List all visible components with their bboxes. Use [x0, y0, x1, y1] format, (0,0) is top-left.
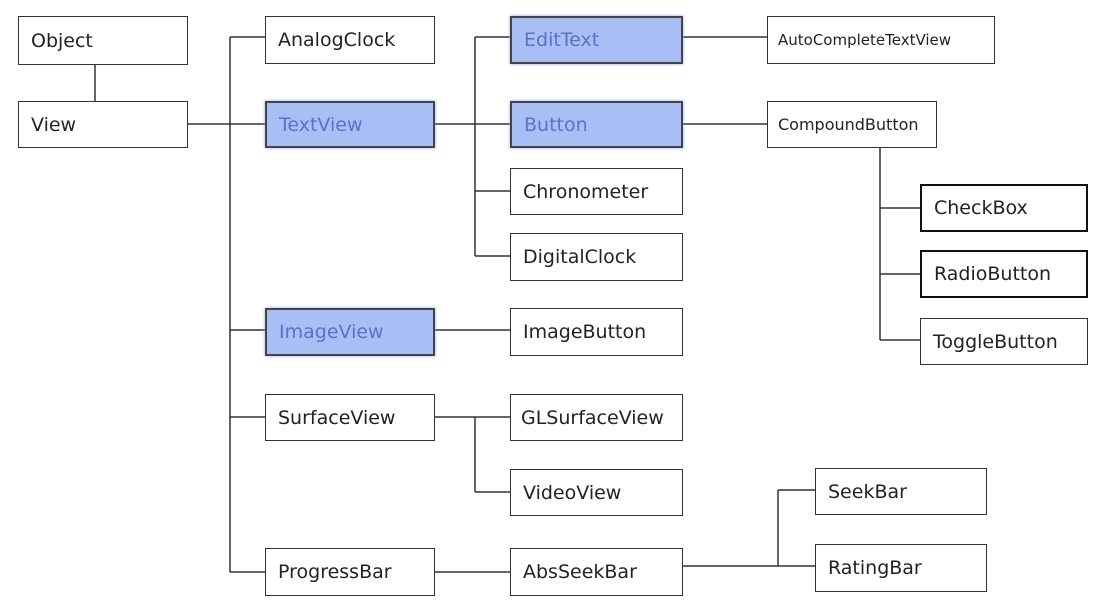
node-imageview: ImageView — [265, 308, 435, 356]
node-textview: TextView — [265, 101, 435, 148]
node-glsurfaceview: GLSurfaceView — [510, 394, 683, 441]
node-absseekbar: AbsSeekBar — [510, 548, 683, 596]
node-surfaceview: SurfaceView — [265, 394, 435, 441]
node-autocompletetextview: AutoCompleteTextView — [767, 16, 995, 64]
node-togglebutton: ToggleButton — [920, 318, 1088, 365]
node-edittext: EditText — [510, 16, 683, 64]
node-button: Button — [510, 101, 683, 148]
node-radiobutton: RadioButton — [920, 250, 1088, 298]
node-videoview: VideoView — [510, 469, 683, 516]
node-compoundbutton: CompoundButton — [767, 101, 937, 148]
node-ratingbar: RatingBar — [815, 544, 987, 592]
node-analogclock: AnalogClock — [265, 16, 435, 64]
node-progressbar: ProgressBar — [265, 548, 435, 596]
node-digitalclock: DigitalClock — [510, 233, 683, 281]
node-view: View — [18, 101, 188, 148]
node-imagebutton: ImageButton — [510, 308, 683, 356]
node-object: Object — [18, 16, 188, 65]
node-checkbox: CheckBox — [920, 184, 1088, 232]
node-chronometer: Chronometer — [510, 168, 683, 215]
node-seekbar: SeekBar — [815, 468, 987, 515]
